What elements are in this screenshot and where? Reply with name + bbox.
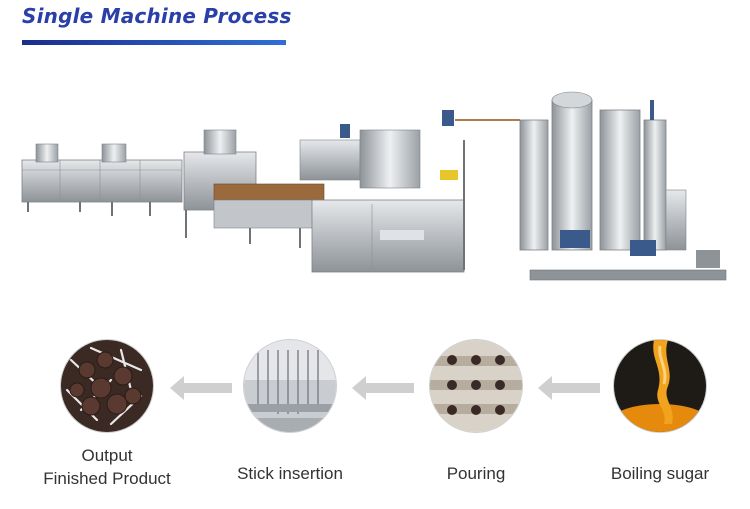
stick-insertion-icon: [244, 340, 336, 432]
title-underline: [22, 40, 286, 45]
cooling-tunnel: [21, 143, 183, 216]
flow-arrow-left: [538, 376, 600, 400]
step-pouring-label: Pouring: [446, 464, 506, 483]
step-boiling-sugar: Boiling sugar: [611, 340, 709, 483]
syrup-icon: [614, 340, 706, 432]
step-output: Output Finished Product: [43, 340, 171, 488]
step-boiling-sugar-label: Boiling sugar: [610, 464, 710, 483]
step-stick-insertion-label: Stick insertion: [237, 464, 343, 483]
candy-mould-icon: [430, 340, 522, 432]
lollipop-candies-icon: [61, 340, 153, 432]
step-stick-insertion: Stick insertion: [237, 340, 343, 483]
step-pouring: Pouring: [430, 340, 522, 483]
production-line-illustration: [21, 91, 727, 281]
page-title: Single Machine Process: [22, 4, 292, 28]
flow-arrow-left: [352, 376, 414, 400]
depositor-section: [183, 110, 520, 273]
flow-arrow-left: [170, 376, 232, 400]
step-output-label-line2: Finished Product: [43, 469, 171, 488]
sugar-cooker: [519, 91, 727, 281]
step-output-label-line1: Output: [81, 446, 133, 465]
